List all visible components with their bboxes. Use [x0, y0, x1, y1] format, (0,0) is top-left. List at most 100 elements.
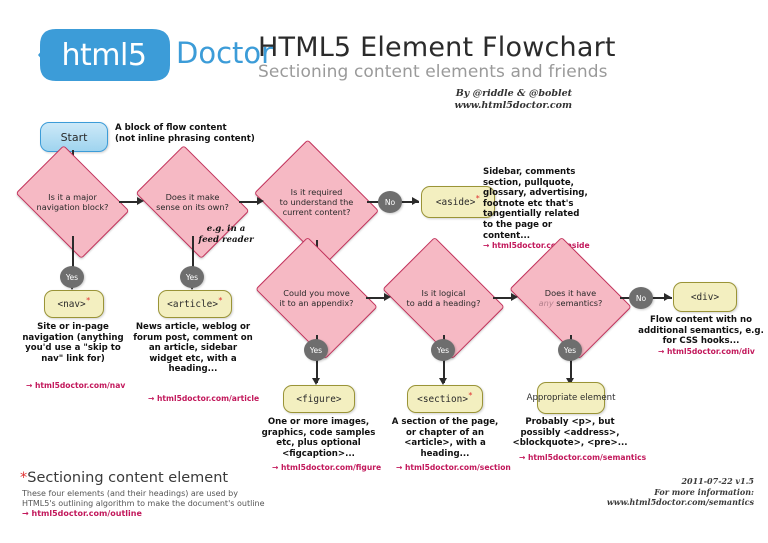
- sectioning-star: *: [475, 193, 481, 203]
- element-nav-link[interactable]: → html5doctor.com/nav: [26, 381, 126, 390]
- element-figure-tag: <figure>: [296, 393, 342, 405]
- badge-no-aside: No: [378, 191, 402, 213]
- footer-more-info: For more information:: [654, 486, 754, 497]
- link-arrow-icon: →: [26, 381, 36, 390]
- decision-line2: sense on its own?: [156, 202, 229, 212]
- badge-yes-section: Yes: [431, 339, 455, 361]
- link-arrow-icon: →: [148, 394, 158, 403]
- byline-authors: By @riddle & @boblet: [455, 88, 572, 99]
- link-arrow-icon: →: [22, 509, 32, 518]
- element-figure-link[interactable]: → html5doctor.com/figure: [272, 463, 382, 472]
- arrowhead-article-q-to-aside-q: [257, 197, 264, 205]
- decision-line1: Could you move: [283, 288, 350, 298]
- decision-semantics-question[interactable]: Does it have any semantics?: [509, 236, 632, 360]
- arrowhead-to-semantics: [566, 378, 574, 385]
- element-aside-tag: <aside>*: [435, 193, 481, 208]
- arrowhead-to-section: [439, 378, 447, 385]
- byline-site: www.html5doctor.com: [454, 100, 572, 111]
- decision-line2: any semantics?: [538, 298, 603, 308]
- decision-line1: Is it a major: [48, 192, 97, 202]
- badge-no-div: No: [629, 287, 653, 309]
- legend-heading: *Sectioning content element: [20, 470, 228, 486]
- badge-yes-figure: Yes: [304, 339, 328, 361]
- decision-aside-question[interactable]: Is it required to understand the current…: [253, 139, 380, 265]
- feed-reader-line1: e.g. in a: [206, 224, 246, 234]
- element-appropriate[interactable]: Appropriate element: [527, 382, 615, 414]
- decision-line1: Is it required: [290, 187, 343, 197]
- start-annotation-line2: (not inline phrasing content): [115, 133, 255, 144]
- element-nav[interactable]: <nav>*: [44, 290, 104, 318]
- sectioning-star: *: [217, 295, 223, 305]
- decision-line2: to understand the: [279, 197, 354, 207]
- element-article-link[interactable]: → html5doctor.com/article: [148, 394, 260, 403]
- feed-reader-annotation: e.g. in a feed reader: [186, 224, 266, 245]
- link-arrow-icon: →: [658, 347, 668, 356]
- element-article-description: News article, weblog or forum post, comm…: [133, 322, 253, 375]
- element-aside-link[interactable]: → html5doctor.com/aside: [483, 241, 590, 250]
- connector-nav-q-to-nav: [72, 236, 74, 286]
- start-annotation: A block of flow content (not inline phra…: [115, 123, 295, 144]
- decision-label: Does it make sense on its own?: [146, 168, 239, 236]
- element-aside[interactable]: <aside>*: [421, 186, 495, 218]
- legend-link[interactable]: → html5doctor.com/outline: [22, 509, 142, 518]
- badge-yes-semantics: Yes: [558, 339, 582, 361]
- arrowhead-figure-q-to-section-q: [384, 293, 391, 301]
- page-subtitle: Sectioning content elements and friends: [258, 62, 608, 82]
- badge-yes-nav: Yes: [60, 266, 84, 288]
- badge-yes-article: Yes: [180, 266, 204, 288]
- element-nav-tag: <nav>*: [57, 295, 91, 310]
- legend-asterisk-icon: *: [20, 470, 28, 486]
- element-appropriate-link[interactable]: → html5doctor.com/semantics: [519, 453, 647, 462]
- arrowhead-nav-q-to-article-q: [137, 197, 144, 205]
- html5-doctor-logo: html5: [38, 27, 170, 83]
- logo-hexagon-shape: [38, 29, 170, 81]
- element-article[interactable]: <article>*: [158, 290, 232, 318]
- decision-figure-question[interactable]: Could you move it to an appendix?: [255, 236, 378, 360]
- legend-description: These four elements (and their headings)…: [22, 489, 265, 508]
- decision-nav-question[interactable]: Is it a major navigation block?: [15, 145, 130, 259]
- legend-title: Sectioning content element: [27, 470, 229, 486]
- element-nav-description: Site or in-page navigation (anything you…: [22, 322, 124, 364]
- decision-line2: it to an appendix?: [279, 298, 354, 308]
- start-node: Start: [40, 122, 108, 152]
- feed-reader-line2: feed reader: [198, 234, 254, 245]
- decision-article-question[interactable]: Does it make sense on its own?: [135, 145, 250, 259]
- decision-section-question[interactable]: Is it logical to add a heading?: [382, 236, 505, 360]
- decision-line1: Does it make: [165, 192, 220, 202]
- decision-line3: current content?: [282, 207, 351, 217]
- element-aside-description: Sidebar, comments section, pullquote, gl…: [483, 167, 588, 241]
- connector-nav-q-to-article-q: [119, 201, 139, 203]
- page-title: HTML5 Element Flowchart: [258, 32, 616, 63]
- arrowhead-to-aside: [412, 197, 419, 205]
- decision-line2: navigation block?: [36, 202, 109, 212]
- decision-label: Is it a major navigation block?: [26, 168, 119, 236]
- footer-version: 2011-07-22 v1.5: [681, 476, 754, 486]
- legend-description-line1: These four elements (and their headings)…: [22, 489, 238, 498]
- sectioning-star: *: [467, 390, 473, 400]
- decision-label: Is it required to understand the current…: [266, 164, 367, 240]
- element-div-link[interactable]: → html5doctor.com/div: [658, 347, 755, 356]
- element-section-tag: <section>*: [417, 390, 473, 405]
- start-annotation-line1: A block of flow content: [115, 123, 227, 133]
- element-div[interactable]: <div>: [673, 282, 737, 312]
- element-figure-description: One or more images, graphics, code sampl…: [261, 417, 376, 459]
- element-section[interactable]: <section>*: [407, 385, 483, 413]
- element-figure[interactable]: <figure>: [283, 385, 355, 413]
- decision-label: Does it have any semantics?: [521, 261, 620, 335]
- decision-line1: Does it have: [544, 288, 597, 298]
- arrowhead-to-figure: [312, 378, 320, 385]
- link-arrow-icon: →: [519, 453, 529, 462]
- link-arrow-icon: →: [396, 463, 406, 472]
- element-section-description: A section of the page, or chapter of an …: [391, 417, 499, 459]
- legend-description-line2: HTML5's outlining algorithm to make the …: [22, 498, 265, 508]
- connector-article-q-to-article: [192, 236, 194, 286]
- footer-meta: 2011-07-22 v1.5 For more information: ww…: [607, 476, 754, 508]
- logo-wordmark: html5: [61, 37, 147, 73]
- logo-doctor-word: Doctor: [176, 36, 274, 70]
- byline: By @riddle & @boblet www.html5doctor.com: [454, 88, 572, 112]
- element-section-link[interactable]: → html5doctor.com/section: [396, 463, 511, 472]
- sectioning-star: *: [85, 295, 91, 305]
- element-article-tag: <article>*: [167, 295, 223, 310]
- element-div-description: Flow content with no additional semantic…: [638, 315, 764, 347]
